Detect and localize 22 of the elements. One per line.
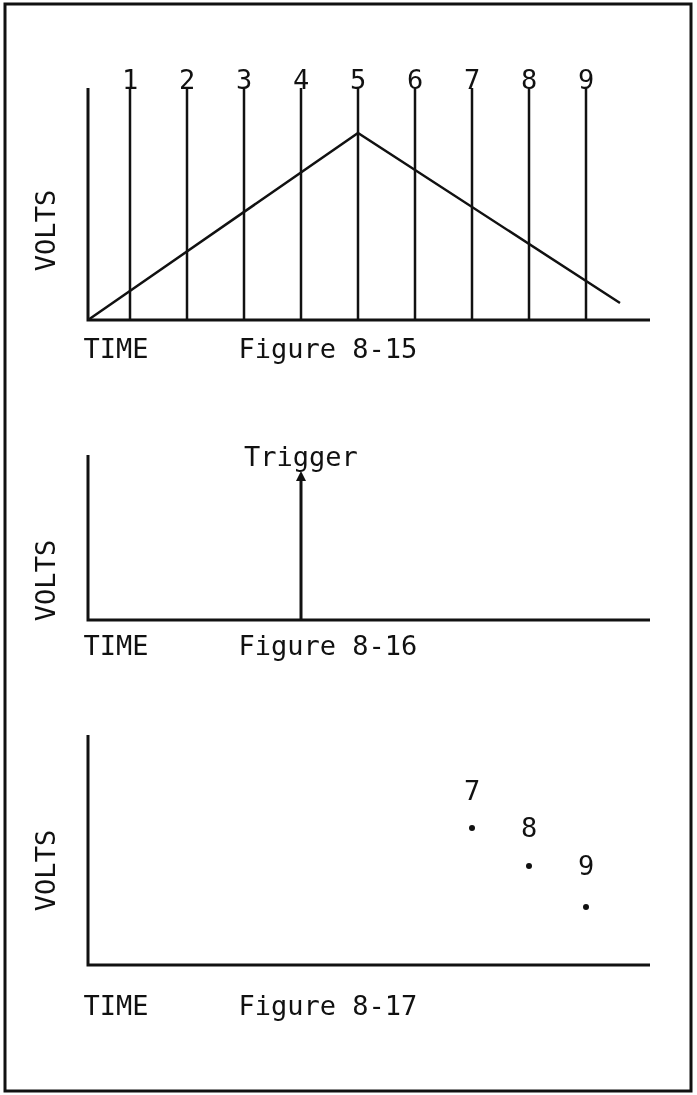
line-number: 8 [521,66,538,93]
axis-label: TIME [83,632,149,659]
point-number: 9 [578,852,595,879]
line-number: 7 [464,66,481,93]
axis-label: VOLTS [31,189,59,271]
point-number: 7 [464,777,481,804]
signal-label: Trigger [244,443,358,470]
axis-label: TIME [83,335,149,362]
axis-label: TIME [83,992,149,1019]
figure-caption: Figure 8-15 [238,335,418,362]
line-number: 4 [293,66,310,93]
point-number: 8 [521,814,538,841]
figure-caption: Figure 8-16 [238,632,418,659]
line-number: 3 [236,66,253,93]
line-number: 5 [350,66,367,93]
line-number: 6 [407,66,424,93]
line-number: 1 [122,66,139,93]
axis-label: VOLTS [31,539,59,621]
line-number: 9 [578,66,595,93]
line-number: 2 [179,66,196,93]
axis-label: VOLTS [31,829,59,911]
figure-caption: Figure 8-17 [238,992,418,1019]
